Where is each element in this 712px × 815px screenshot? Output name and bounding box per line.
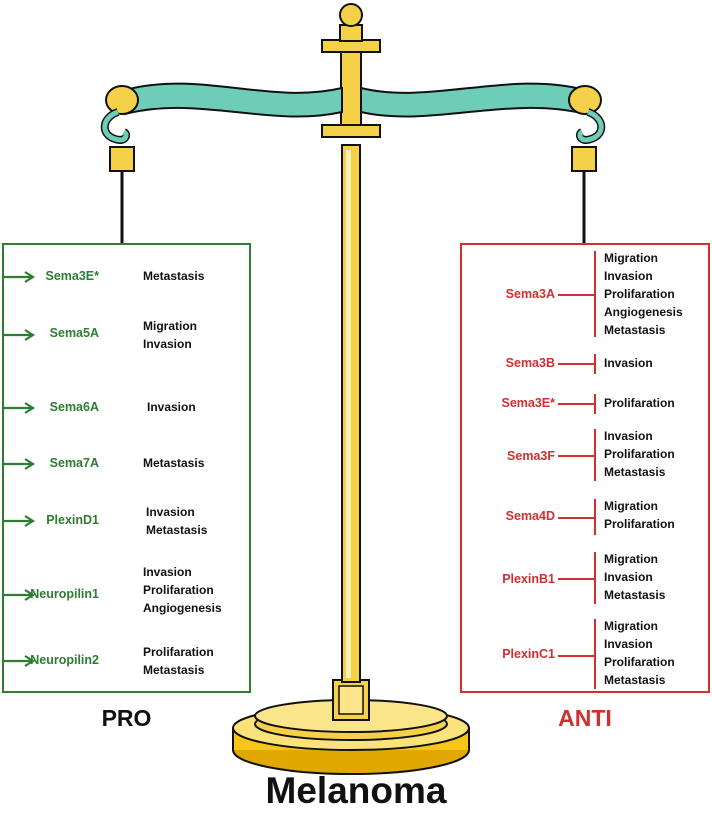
- effect-label: Metastasis: [604, 323, 666, 337]
- arrow-right-icon: [4, 589, 36, 601]
- inhibition-bar-icon: [558, 251, 598, 337]
- effect-label: Metastasis: [604, 465, 666, 479]
- inhibition-bar-icon: [558, 552, 598, 604]
- pro-row-4: Sema7A Metastasis: [4, 454, 249, 476]
- effect-label: Invasion: [143, 565, 192, 579]
- effect-label: Metastasis: [604, 588, 666, 602]
- effect-label: Metastasis: [143, 456, 205, 470]
- pro-effects: Invasion Metastasis: [146, 503, 207, 539]
- pro-gene-label: Sema3E*: [45, 269, 99, 283]
- effect-label: Metastasis: [604, 673, 666, 687]
- effect-label: Metastasis: [143, 269, 205, 283]
- effect-label: Angiogenesis: [143, 601, 222, 615]
- pro-gene-label: Sema6A: [49, 400, 99, 414]
- arrow-right-icon: [4, 458, 36, 470]
- arrow-right-icon: [4, 515, 36, 527]
- diagram-title: Melanoma: [265, 770, 447, 811]
- effect-label: Invasion: [143, 337, 192, 351]
- effect-label: Metastasis: [146, 523, 208, 537]
- anti-gene-label: Sema3B: [505, 356, 555, 370]
- effect-label: Invasion: [604, 356, 653, 370]
- inhibition-bar-icon: [558, 429, 598, 481]
- anti-row-6: PlexinB1 Migration Invasion Metastasis: [462, 550, 708, 606]
- pro-panel: Sema3E* Metastasis Sema5A Migration Inva…: [2, 243, 251, 693]
- pro-gene-label: PlexinD1: [46, 513, 99, 527]
- inhibition-bar-icon: [558, 394, 598, 414]
- arrow-right-icon: [4, 329, 36, 341]
- effect-label: Invasion: [604, 269, 653, 283]
- anti-row-1: Sema3A Migration Invasion Prolifaration …: [462, 249, 708, 341]
- pro-row-2: Sema5A Migration Invasion: [4, 317, 249, 357]
- anti-gene-label: Sema3A: [505, 287, 555, 301]
- anti-effects: Prolifaration: [604, 394, 675, 412]
- effect-label: Migration: [604, 619, 658, 633]
- anti-effects: Migration Invasion Prolifaration Angioge…: [604, 249, 683, 339]
- anti-row-4: Sema3F Invasion Prolifaration Metastasis: [462, 427, 708, 483]
- anti-row-7: PlexinC1 Migration Invasion Prolifaratio…: [462, 617, 708, 691]
- anti-effects: Invasion: [604, 354, 653, 372]
- anti-gene-label: PlexinB1: [502, 572, 555, 586]
- arrow-right-icon: [4, 271, 36, 283]
- anti-gene-label: Sema3F: [507, 449, 555, 463]
- arrow-right-icon: [4, 402, 36, 414]
- effect-label: Prolifaration: [143, 583, 214, 597]
- effect-label: Invasion: [604, 429, 653, 443]
- effect-label: Migration: [604, 552, 658, 566]
- pro-effects: Metastasis: [143, 454, 204, 472]
- anti-effects: Migration Prolifaration: [604, 497, 675, 533]
- anti-panel: Sema3A Migration Invasion Prolifaration …: [460, 243, 710, 693]
- pro-effects: Prolifaration Metastasis: [143, 643, 214, 679]
- effect-label: Invasion: [604, 570, 653, 584]
- pro-row-1: Sema3E* Metastasis: [4, 265, 249, 287]
- pro-row-5: PlexinD1 Invasion Metastasis: [4, 501, 249, 541]
- inhibition-bar-icon: [558, 499, 598, 535]
- arrow-right-icon: [4, 655, 36, 667]
- anti-effects: Migration Invasion Prolifaration Metasta…: [604, 617, 675, 689]
- effect-label: Prolifaration: [604, 396, 675, 410]
- anti-row-2: Sema3B Invasion: [462, 354, 708, 376]
- anti-label: ANTI: [558, 705, 612, 731]
- effect-label: Prolifaration: [604, 517, 675, 531]
- pro-row-3: Sema6A Invasion: [4, 398, 249, 420]
- anti-effects: Migration Invasion Metastasis: [604, 550, 665, 604]
- effect-label: Migration: [604, 251, 658, 265]
- effect-label: Invasion: [146, 505, 195, 519]
- effect-label: Prolifaration: [604, 447, 675, 461]
- inhibition-bar-icon: [558, 619, 598, 689]
- anti-row-3: Sema3E* Prolifaration: [462, 394, 708, 416]
- pro-gene-label: Neuropilin2: [30, 653, 99, 667]
- pro-row-6: Neuropilin1 Invasion Prolifaration Angio…: [4, 563, 249, 619]
- pro-row-7: Neuropilin2 Prolifaration Metastasis: [4, 643, 249, 683]
- anti-effects: Invasion Prolifaration Metastasis: [604, 427, 675, 481]
- effect-label: Prolifaration: [604, 655, 675, 669]
- pro-gene-label: Sema5A: [49, 326, 99, 340]
- pro-effects: Invasion: [147, 398, 196, 416]
- effect-label: Metastasis: [143, 663, 205, 677]
- anti-gene-label: PlexinC1: [502, 647, 555, 661]
- effect-label: Prolifaration: [604, 287, 675, 301]
- effect-label: Migration: [604, 499, 658, 513]
- effect-label: Invasion: [147, 400, 196, 414]
- anti-gene-label: Sema3E*: [501, 396, 555, 410]
- inhibition-bar-icon: [558, 354, 598, 374]
- effect-label: Angiogenesis: [604, 305, 683, 319]
- effect-label: Migration: [143, 319, 197, 333]
- pro-effects: Invasion Prolifaration Angiogenesis: [143, 563, 222, 617]
- pro-gene-label: Neuropilin1: [30, 587, 99, 601]
- anti-gene-label: Sema4D: [505, 509, 555, 523]
- anti-row-5: Sema4D Migration Prolifaration: [462, 497, 708, 537]
- pro-gene-label: Sema7A: [49, 456, 99, 470]
- pro-effects: Metastasis: [143, 267, 204, 285]
- pro-label: PRO: [101, 705, 152, 731]
- effect-label: Invasion: [604, 637, 653, 651]
- effect-label: Prolifaration: [143, 645, 214, 659]
- pro-effects: Migration Invasion: [143, 317, 197, 353]
